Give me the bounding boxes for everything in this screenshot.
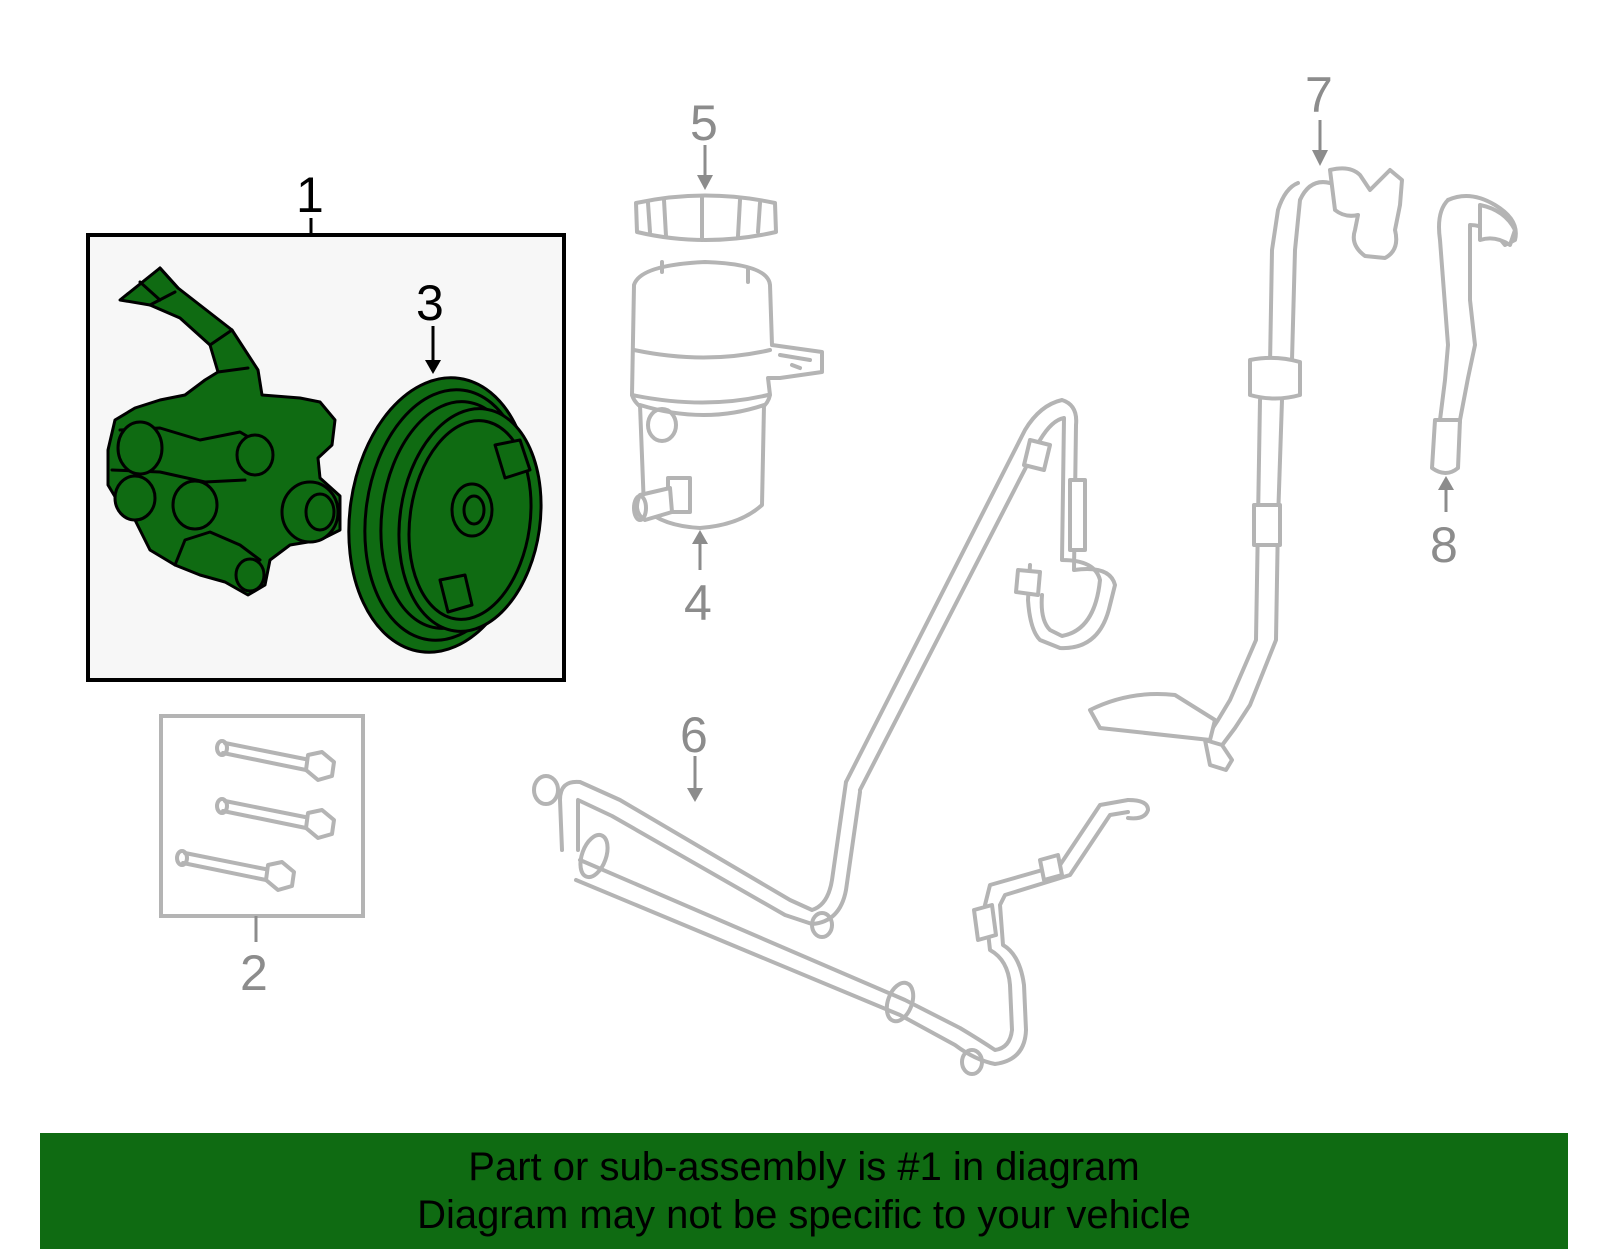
return-hose[interactable] [1088, 166, 1404, 772]
callout-2[interactable]: 2 [240, 945, 268, 1001]
part-2-frame[interactable] [159, 714, 365, 918]
banner-line-1: Part or sub-assembly is #1 in diagram [468, 1145, 1140, 1189]
callout-4[interactable]: 4 [684, 575, 712, 631]
power-steering-pump[interactable] [106, 266, 342, 597]
callout-8[interactable]: 8 [1430, 517, 1458, 573]
arrow-8 [1438, 476, 1454, 490]
banner-line-2: Diagram may not be specific to your vehi… [417, 1193, 1191, 1237]
reservoir-cap[interactable] [634, 193, 778, 242]
pressure-hose-assembly[interactable] [532, 398, 1150, 1076]
callout-7[interactable]: 7 [1305, 67, 1333, 123]
callout-1[interactable]: 1 [296, 167, 324, 223]
fluid-reservoir[interactable] [630, 260, 824, 530]
arrow-7 [1312, 150, 1328, 166]
info-banner: Part or sub-assembly is #1 in diagram Di… [40, 1133, 1568, 1249]
mounting-bolts[interactable] [175, 739, 336, 892]
pump-pulley[interactable] [332, 366, 555, 664]
callout-6[interactable]: 6 [680, 707, 708, 763]
arrow-6 [687, 788, 703, 802]
callout-3[interactable]: 3 [416, 275, 444, 331]
arrow-5 [697, 175, 713, 190]
supply-hose[interactable] [1430, 194, 1518, 475]
arrow-3 [425, 360, 441, 374]
arrow-4 [692, 530, 708, 544]
callout-5[interactable]: 5 [690, 95, 718, 151]
